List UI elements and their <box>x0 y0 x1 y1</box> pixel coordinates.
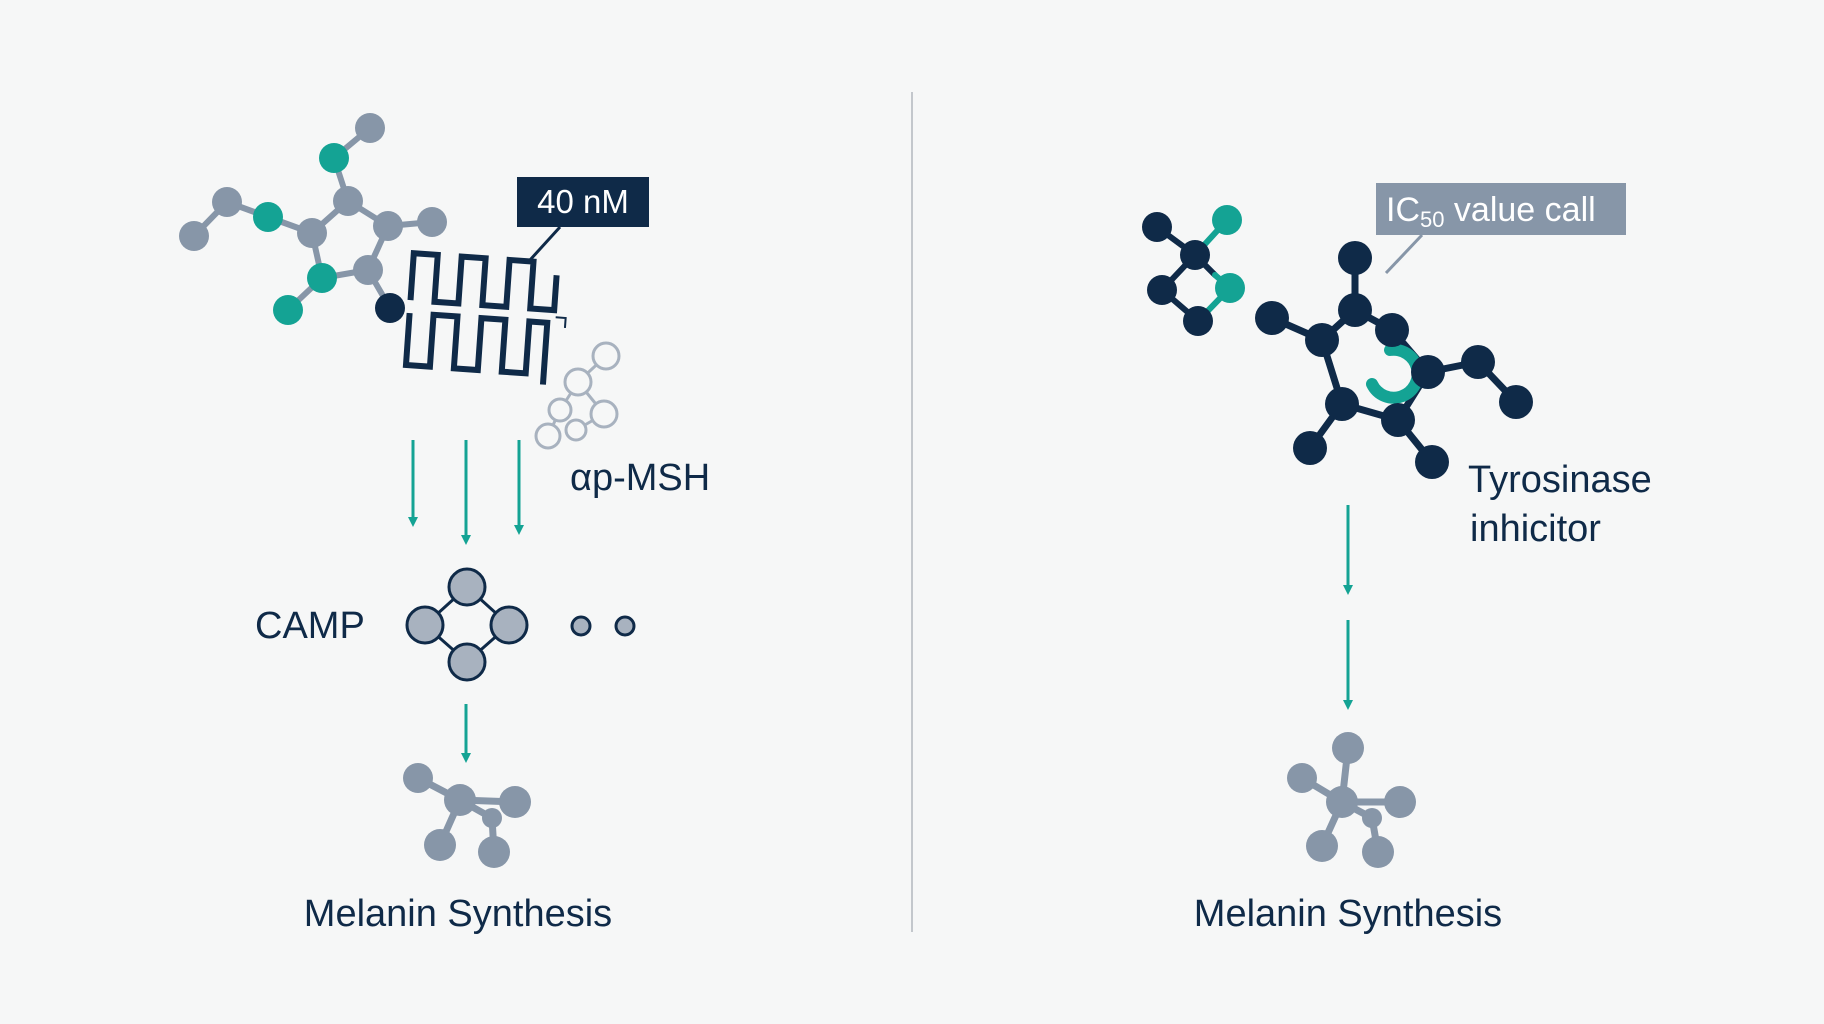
inhibitor-molecule-icon <box>1255 241 1533 479</box>
melanin-label-right: Melanin Synthesis <box>1194 893 1502 935</box>
inhibitor-label: Tyrosinase inhicitor <box>1468 459 1662 550</box>
ic50-callout: IC50 value call <box>1376 183 1626 275</box>
camp-label: CAMP <box>255 605 365 647</box>
concentration-label: 40 nM <box>537 183 629 220</box>
melanin-molecule-icon <box>403 763 531 868</box>
inhibitor-label-line2: inhicitor <box>1470 508 1601 550</box>
ic50-label: IC50 value call <box>1386 191 1596 232</box>
receptor-coil-icon <box>402 250 567 385</box>
small-molecule-icon <box>1142 205 1245 336</box>
melanin-molecule-icon-right <box>1287 732 1416 868</box>
melanin-label-left: Melanin Synthesis <box>304 893 612 935</box>
camp-ring-icon <box>405 567 529 682</box>
ligand-outline-icon <box>534 341 621 450</box>
left-panel: 40 nM αp-MSH CAMP <box>179 113 710 935</box>
concentration-callout: 40 nM <box>517 177 649 262</box>
receptor-label: αp-MSH <box>570 457 710 499</box>
ellipsis-dots-icon <box>570 615 636 637</box>
signal-arrows <box>408 440 524 545</box>
ligand-molecule-icon <box>179 113 447 325</box>
inhibitor-label-line1: Tyrosinase <box>1468 459 1652 501</box>
right-panel: IC50 value call Tyrosinase inhicitor <box>1142 183 1662 935</box>
